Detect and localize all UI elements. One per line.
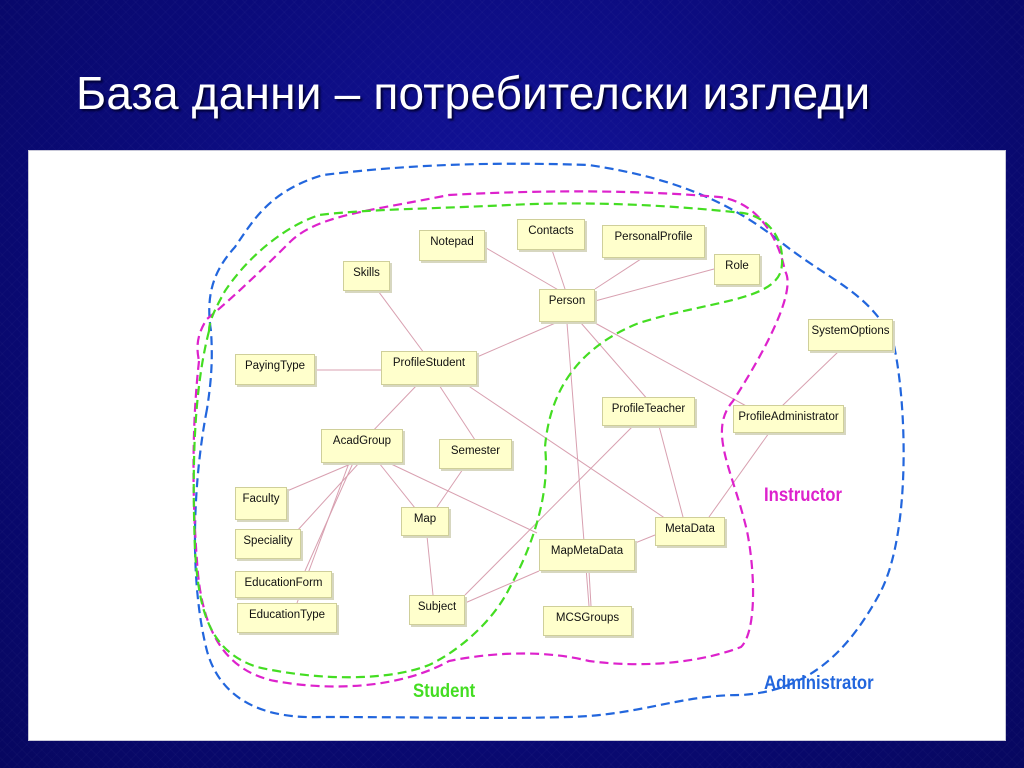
instructor-boundary: [192, 190, 789, 688]
student-boundary: [192, 202, 784, 679]
entity-profilestudent: ProfileStudent: [381, 351, 477, 385]
entity-map: Map: [401, 507, 449, 536]
connector-semester-map: [436, 468, 464, 508]
connector-profileadministrator-metadata: [708, 432, 770, 518]
entity-mapmetadata: MapMetaData: [539, 539, 635, 571]
connector-acadgroup-speciality: [296, 462, 360, 532]
connector-acadgroup-faculty: [286, 462, 354, 492]
entity-speciality: Speciality: [235, 529, 301, 559]
connector-metadata-mapmetadata: [634, 534, 656, 544]
entity-payingtype: PayingType: [235, 354, 315, 385]
entity-educationform: EducationForm: [235, 571, 332, 598]
diagram-canvas: [192, 162, 905, 719]
region-label-instructor: Instructor: [764, 485, 843, 506]
connector-person-profileadministrator: [594, 322, 760, 414]
entity-role: Role: [714, 254, 760, 285]
connector-person-profileteacher: [580, 322, 650, 402]
entity-profileteacher: ProfileTeacher: [602, 397, 695, 426]
entity-educationtype: EducationType: [237, 603, 337, 633]
slide-title: База данни – потребителски изгледи: [76, 67, 871, 119]
connector-systemoptions-profileadministrator: [780, 350, 840, 408]
connector-map-subject: [426, 535, 434, 596]
entity-subject: Subject: [409, 595, 465, 625]
connector-acadgroup-map: [378, 462, 420, 514]
connector-role-person: [594, 268, 715, 302]
entity-notepad: Notepad: [419, 230, 485, 261]
entity-skills: Skills: [343, 261, 390, 291]
connector-profileteacher-metadata: [658, 425, 684, 518]
connector-profileteacher-subject: [464, 425, 634, 596]
administrator-boundary: [193, 162, 905, 719]
entity-faculty: Faculty: [235, 487, 287, 520]
region-label-student: Student: [413, 681, 476, 702]
diagram-panel: Notepad Contacts PersonalProfile Role Sk…: [28, 150, 1006, 741]
entity-profileadministrator: ProfileAdministrator: [733, 405, 844, 433]
connector-profilestudent-semester: [438, 384, 478, 444]
connector-personalprofile-person: [594, 256, 645, 290]
connector-acadgroup-mapmetadata: [388, 462, 538, 534]
entity-contacts: Contacts: [517, 219, 585, 250]
connector-notepad-person: [480, 244, 568, 296]
connectors: [286, 244, 840, 607]
entity-personalprofile: PersonalProfile: [602, 225, 705, 258]
region-label-administrator: Administrator: [764, 673, 874, 694]
entity-systemoptions: SystemOptions: [808, 319, 893, 351]
entity-acadgroup: AcadGroup: [321, 429, 403, 463]
connector-contacts-person: [550, 246, 568, 296]
entity-semester: Semester: [439, 439, 512, 469]
entity-mcsgroups: MCSGroups: [543, 606, 632, 636]
connector-profilestudent-acadgroup: [368, 384, 418, 436]
entity-person: Person: [539, 289, 595, 322]
connector-profilestudent-metadata: [466, 384, 682, 530]
connector-mapmetadata-mcsgroups: [588, 570, 592, 607]
connector-mapmetadata-subject: [464, 570, 540, 604]
entity-metadata: MetaData: [655, 517, 725, 546]
connector-person-profilestudent: [476, 317, 568, 358]
